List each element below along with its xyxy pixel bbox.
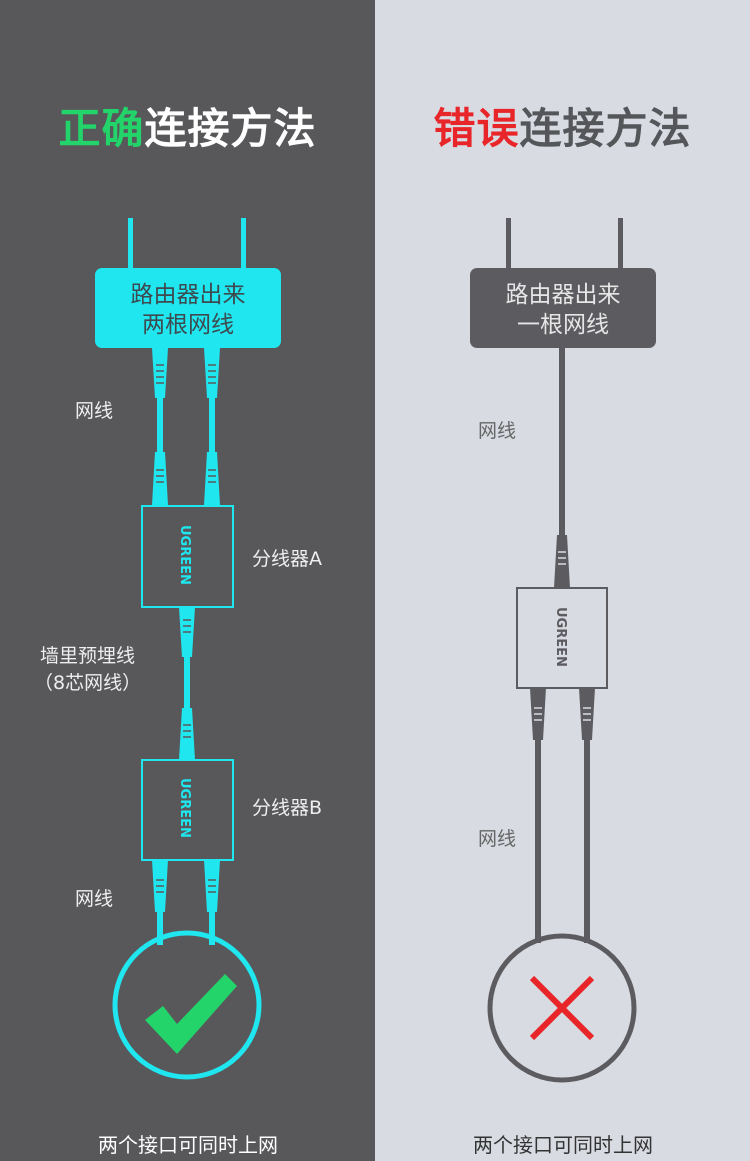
ugreen-logo: UGREEN [553,607,568,667]
cross-icon [529,975,595,1041]
ugreen-logo: UGREEN [177,778,192,838]
correct-title: 正确连接方法 [0,95,375,156]
cable-pair-top [152,348,220,505]
cable-label: 网线 [478,828,516,850]
cable-label: 网线 [478,420,516,442]
title-highlight: 正确 [58,104,145,153]
check-icon [145,974,237,1054]
router-box [470,268,656,348]
wrong-method-panel: 错误连接方法 路由器出来 一根网线 UGREEN 网线 网线 两个接口可同时上网 [375,0,750,1161]
result-circle [487,933,637,1083]
title-rest: 连接方法 [144,104,317,153]
router-label-line1: 路由器出来 [131,282,246,308]
router-box [95,268,281,348]
router-antenna [506,218,511,273]
router-label-line2: 一根网线 [517,312,609,338]
splitter-a [141,505,234,608]
splitter-b-label: 分线器B [252,797,322,819]
splitter-a-label: 分线器A [252,548,322,570]
cable-label: 网线 [75,888,113,910]
cable-pair [530,688,595,943]
wrong-title: 错误连接方法 [375,95,750,156]
ugreen-logo: UGREEN [177,525,192,585]
title-rest: 连接方法 [519,104,692,153]
result-text: 两个接口可同时上网 [98,1133,278,1157]
result-circle [112,930,262,1080]
router-antenna [241,218,246,273]
router-label-line2: 两根网线 [142,312,234,338]
correct-method-panel: 正确连接方法 路由器出来 两根网线 UGRE [0,0,375,1161]
title-highlight: 错误 [433,104,520,153]
single-cable [554,345,570,588]
splitter [516,587,608,689]
result-text: 两个接口可同时上网 [473,1133,653,1157]
router-label-line1: 路由器出来 [506,282,621,308]
cable-label: 网线 [75,400,113,422]
splitter-b [141,759,234,861]
correct-diagram: 路由器出来 两根网线 UGREEN UGREEN 网线 分线器A 墙里预埋线 （… [34,218,322,1157]
wall-cable-sublabel: （8芯网线） [34,672,141,694]
router-antenna [618,218,623,273]
wrong-diagram: 路由器出来 一根网线 UGREEN 网线 网线 两个接口可同时上网 [470,218,656,1157]
wall-cable-label: 墙里预埋线 [40,645,135,667]
router-antenna [128,218,133,273]
